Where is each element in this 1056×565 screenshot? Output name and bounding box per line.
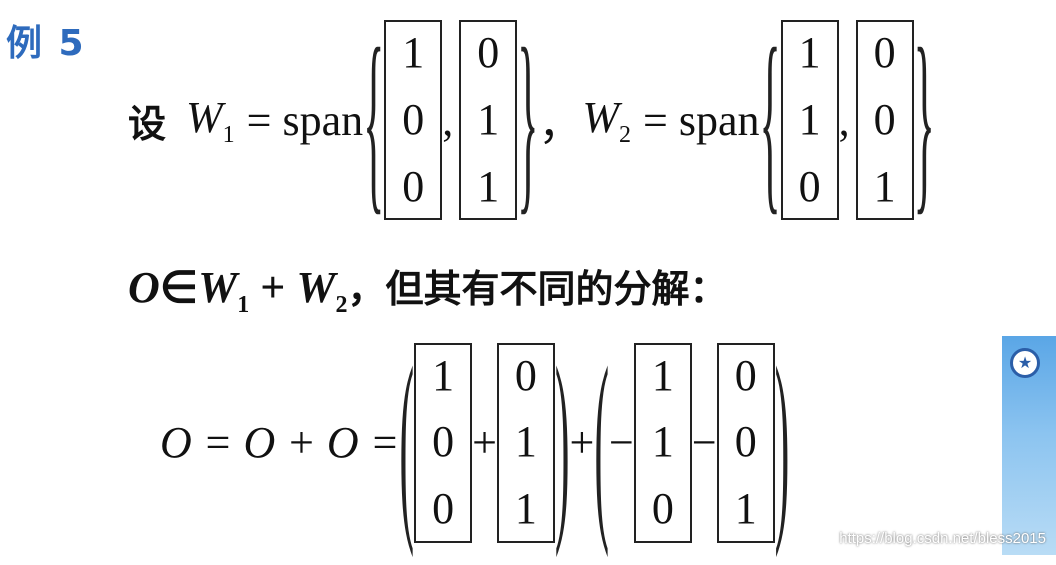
watermark-url: https://blog.csdn.net/bless2015 [839, 530, 1046, 547]
right-brace: } [517, 7, 539, 233]
star-seal-icon: ★ [1010, 348, 1040, 378]
right-paren-1: ) [554, 324, 570, 561]
plus-sign-2: + [569, 418, 595, 467]
statement-line: O ∈ W1 + W2 ，但其有不同的分解： [128, 258, 727, 319]
left-brace: { [363, 7, 385, 233]
minus-sign-2: − [691, 418, 717, 467]
comma-2: , [838, 95, 850, 145]
example-label: 例 5 [6, 23, 86, 64]
w1-symbol-2: W1 [198, 263, 250, 318]
separator: ， [538, 100, 583, 149]
statement-text: ，但其有不同的分解： [347, 267, 728, 311]
span-operator-2: = span [643, 95, 760, 145]
minus-sign-1: − [609, 418, 634, 467]
left-paren-1: ( [399, 324, 415, 561]
comma: , [442, 95, 454, 145]
right-brace-2: } [913, 7, 935, 233]
span-operator: = span [246, 95, 364, 145]
w1-symbol: W1 [186, 92, 235, 148]
element-of-symbol: ∈ [159, 263, 199, 312]
she-label: 设 [128, 101, 167, 146]
zero-vector-symbol: O [128, 263, 160, 312]
w2-symbol: W2 [582, 92, 632, 148]
plus-sign-1: + [472, 418, 497, 467]
left-brace-2: { [759, 7, 781, 233]
w2-symbol-2: W2 [296, 263, 348, 318]
right-paren-2: ) [774, 324, 790, 561]
left-paren-2: ( [594, 324, 610, 561]
plus-symbol: + [249, 263, 297, 312]
lhs-expression: O = O + O = [160, 418, 400, 467]
